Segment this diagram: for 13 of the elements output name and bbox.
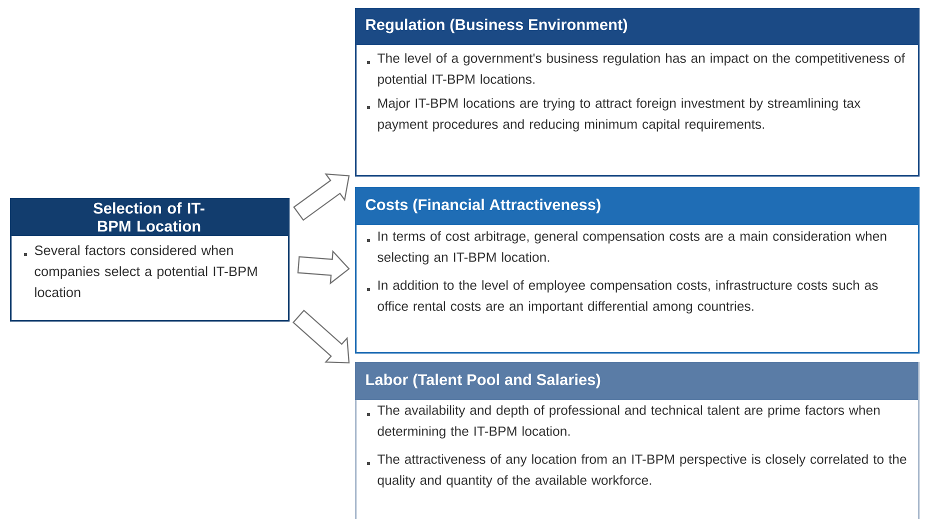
bullet-item: The availability and depth of professional and technical talent are prime factors when determining the IT-BPM location. bbox=[367, 405, 880, 438]
block-arrow bbox=[297, 250, 350, 285]
bullet-item: The level of a government's business regulation has an impact on the competitiveness of potential IT-BPM locations. bbox=[367, 53, 905, 86]
bullet-item: In addition to the level of employee compensation costs, infrastructure costs such as office rental costs are an important differential among countries. bbox=[367, 280, 878, 314]
block-arrow bbox=[293, 173, 350, 221]
bullet-item: Several factors considered when companies select a potential IT-BPM location bbox=[24, 245, 257, 298]
bullet-item: The attractiveness of any location from an IT-BPM perspective is closely correlated to the quality and quantity of the available workforce. bbox=[367, 454, 906, 488]
card-heading: Costs (Financial Attractiveness) bbox=[366, 198, 600, 214]
bullet-item: Major IT-BPM locations are trying to attract foreign investment by streamlining tax payment procedures and reducing minimum capital requirements. bbox=[367, 98, 860, 132]
card-heading: Labor (Talent Pool and Salaries) bbox=[366, 374, 600, 388]
card-heading: Selection of IT-BPM Location bbox=[93, 202, 204, 232]
card-heading: Regulation (Business Environment) bbox=[366, 18, 628, 34]
bullet-item: In terms of cost arbitrage, general compensation costs are a main consideration when selecting an IT-BPM location. bbox=[367, 231, 886, 264]
